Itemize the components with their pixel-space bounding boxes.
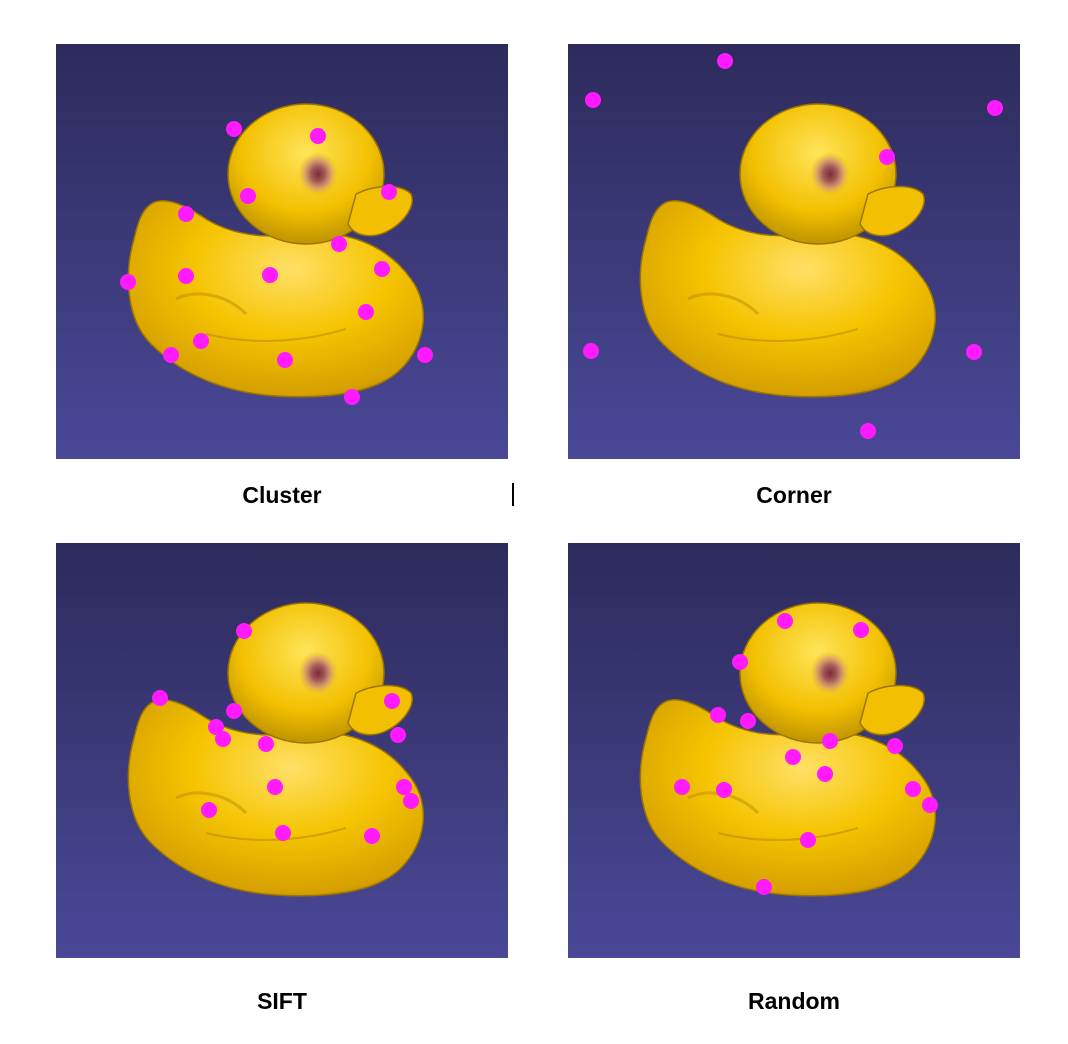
duck-tail-shadow [175, 292, 248, 316]
keypoint [226, 703, 242, 719]
keypoints-cluster [120, 121, 433, 405]
duck-wing [205, 827, 347, 841]
duck-render-sift [56, 543, 508, 958]
keypoint [267, 779, 283, 795]
keypoint [358, 304, 374, 320]
duck-body [639, 199, 936, 398]
duck-eye [298, 651, 338, 695]
keypoint [777, 613, 793, 629]
duck-body [127, 698, 424, 897]
keypoint [732, 654, 748, 670]
keypoint [215, 731, 231, 747]
duck-eye [298, 152, 338, 196]
keypoint [717, 53, 733, 69]
keypoint [277, 352, 293, 368]
keypoint [226, 121, 242, 137]
text-cursor [512, 483, 514, 506]
keypoint [583, 343, 599, 359]
keypoint [208, 719, 224, 735]
keypoint [879, 149, 895, 165]
keypoint [716, 782, 732, 798]
keypoint [987, 100, 1003, 116]
duck-render-corner [568, 44, 1020, 459]
panel-corner [568, 44, 1020, 459]
keypoint [381, 184, 397, 200]
keypoint [240, 188, 256, 204]
duck-body [639, 698, 936, 897]
keypoint [853, 622, 869, 638]
keypoint [331, 236, 347, 252]
keypoint [817, 766, 833, 782]
keypoint [922, 797, 938, 813]
caption-random: Random [748, 988, 840, 1014]
keypoint [860, 423, 876, 439]
keypoint [390, 727, 406, 743]
keypoint [236, 623, 252, 639]
keypoint [756, 879, 772, 895]
duck-wing [717, 827, 859, 841]
duck-wing [205, 328, 347, 342]
keypoint [310, 128, 326, 144]
keypoint [585, 92, 601, 108]
duck-eye [810, 152, 850, 196]
keypoint [374, 261, 390, 277]
keypoint [163, 347, 179, 363]
caption-cluster: Cluster [242, 482, 322, 508]
duck-eye [810, 651, 850, 695]
duck-wing [717, 328, 859, 342]
keypoint [120, 274, 136, 290]
keypoint [740, 713, 756, 729]
duck-beak [859, 185, 925, 237]
keypoint [905, 781, 921, 797]
duck-beak [859, 684, 925, 736]
keypoint [396, 779, 412, 795]
rubber-duck [127, 602, 424, 897]
keypoint [178, 268, 194, 284]
keypoint [800, 832, 816, 848]
keypoint [201, 802, 217, 818]
rubber-duck [639, 103, 936, 398]
duck-render-random [568, 543, 1020, 958]
keypoint [822, 733, 838, 749]
keypoint [785, 749, 801, 765]
caption-corner: Corner [756, 482, 832, 508]
keypoint [710, 707, 726, 723]
keypoint [178, 206, 194, 222]
keypoint [275, 825, 291, 841]
duck-tail-shadow [687, 292, 760, 316]
keypoint [417, 347, 433, 363]
keypoint [674, 779, 690, 795]
panel-random [568, 543, 1020, 958]
keypoints-sift [152, 623, 419, 844]
panel-cluster [56, 44, 508, 459]
rubber-duck [639, 602, 936, 897]
keypoint [966, 344, 982, 360]
keypoint [258, 736, 274, 752]
keypoint [364, 828, 380, 844]
duck-render-cluster [56, 44, 508, 459]
keypoint [152, 690, 168, 706]
caption-sift: SIFT [257, 988, 307, 1014]
keypoints-corner [583, 53, 1003, 439]
keypoint [384, 693, 400, 709]
keypoint [193, 333, 209, 349]
duck-tail-shadow [175, 791, 248, 815]
panel-sift [56, 543, 508, 958]
keypoint [262, 267, 278, 283]
keypoint [403, 793, 419, 809]
keypoints-random [674, 613, 938, 895]
keypoint [344, 389, 360, 405]
keypoint [887, 738, 903, 754]
